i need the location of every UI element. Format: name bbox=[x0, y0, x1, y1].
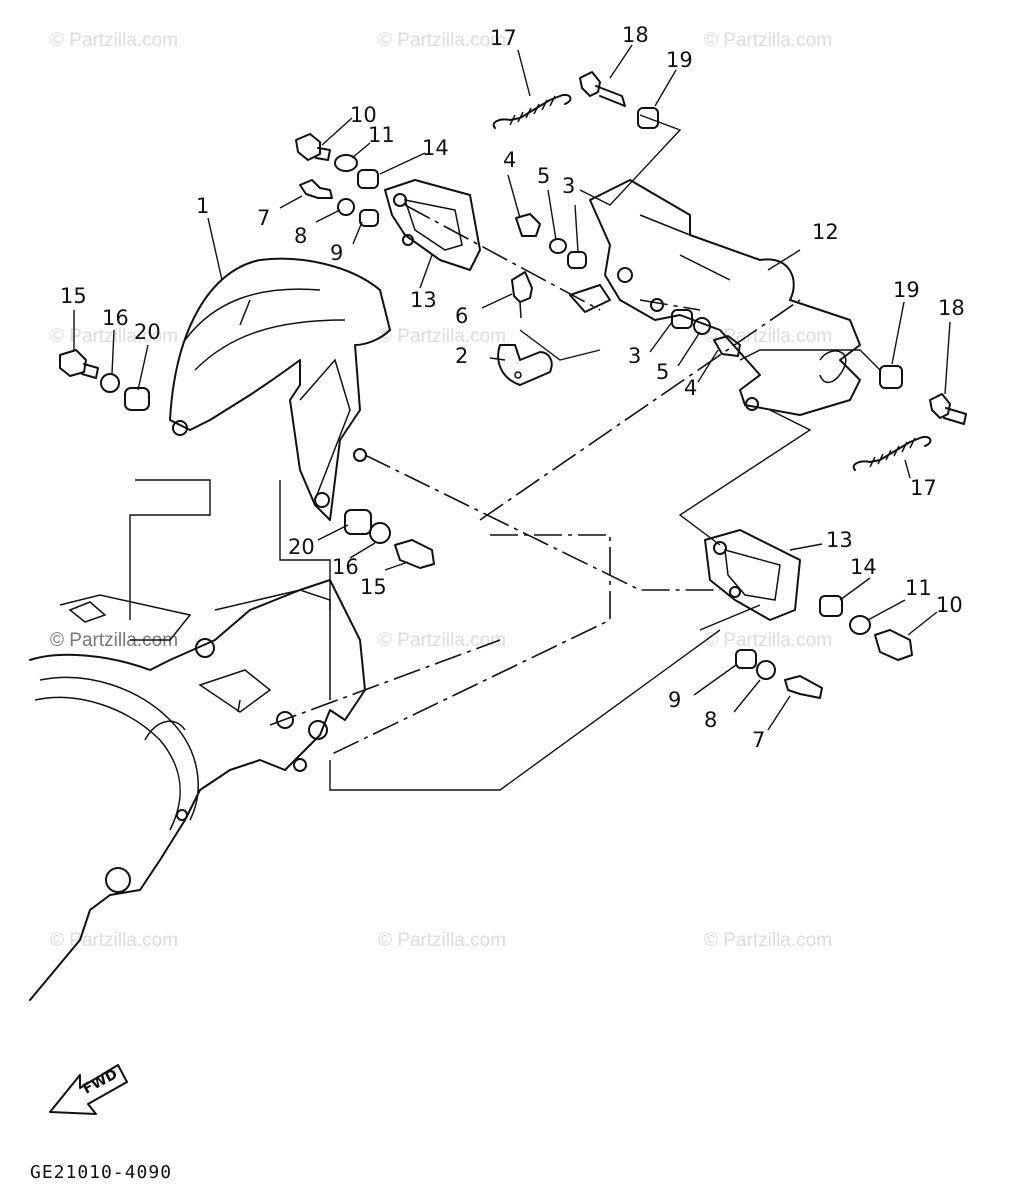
bolt-part-15-left bbox=[59, 349, 99, 379]
callout-part-17: 17 bbox=[910, 476, 937, 500]
callout-part-13: 13 bbox=[410, 288, 437, 312]
callout-part-2: 2 bbox=[455, 344, 469, 368]
diagram-code: GE21010-4090 bbox=[30, 1162, 173, 1183]
bolt-part-10-lower bbox=[874, 629, 913, 661]
callout-part-19: 19 bbox=[666, 48, 693, 72]
watermark: © Partzilla.com bbox=[378, 326, 507, 347]
callout-part-15: 15 bbox=[360, 575, 387, 599]
main-bracket-part-12 bbox=[569, 179, 861, 416]
callout-part-7: 7 bbox=[752, 728, 766, 752]
collar-part-19-lower bbox=[879, 365, 903, 389]
callout-part-4: 4 bbox=[503, 148, 517, 172]
callout-part-11: 11 bbox=[368, 123, 395, 147]
callout-part-10: 10 bbox=[936, 593, 963, 617]
callout-part-4: 4 bbox=[684, 376, 698, 400]
callout-part-19: 19 bbox=[893, 278, 920, 302]
spring-part-17-upper bbox=[492, 94, 572, 129]
callout-part-8: 8 bbox=[704, 708, 718, 732]
collar-part-20-left bbox=[124, 387, 150, 411]
watermark: © Partzilla.com bbox=[378, 930, 507, 951]
washer-part-16-left bbox=[100, 373, 120, 393]
callout-part-5: 5 bbox=[537, 164, 551, 188]
bolt-part-18-lower bbox=[929, 393, 967, 425]
callout-part-3: 3 bbox=[628, 344, 642, 368]
washer-part-5-upper bbox=[549, 238, 567, 254]
washer-part-8-upper bbox=[337, 198, 355, 216]
washer-part-16-lower bbox=[369, 522, 391, 544]
watermark: © Partzilla.com bbox=[704, 630, 833, 651]
washer-part-5-lower bbox=[693, 317, 711, 335]
callout-part-14: 14 bbox=[422, 136, 449, 160]
callout-part-3: 3 bbox=[562, 174, 576, 198]
watermark: © Partzilla.com bbox=[50, 30, 179, 51]
washer-part-11-upper bbox=[334, 154, 358, 172]
callout-part-12: 12 bbox=[812, 220, 839, 244]
callout-part-6: 6 bbox=[455, 304, 469, 328]
bolt-part-4-lower bbox=[713, 335, 741, 357]
callout-part-14: 14 bbox=[850, 555, 877, 579]
callout-part-1: 1 bbox=[196, 194, 210, 218]
callout-part-15: 15 bbox=[60, 284, 87, 308]
collar-part-20-lower bbox=[344, 509, 372, 535]
washer-part-11-lower bbox=[849, 615, 871, 635]
bolt-part-18-upper bbox=[579, 71, 626, 107]
fwd-arrow bbox=[49, 1064, 128, 1115]
spring-part-17-lower bbox=[852, 436, 932, 471]
collar-part-9-lower bbox=[735, 649, 757, 669]
bolt-part-7-lower bbox=[784, 675, 823, 699]
callout-part-9: 9 bbox=[668, 688, 682, 712]
callout-part-16: 16 bbox=[102, 306, 129, 330]
grease-nipple-part-6 bbox=[511, 271, 533, 319]
watermark: © Partzilla.com bbox=[378, 30, 507, 51]
bolt-part-4-upper bbox=[515, 213, 541, 237]
collar-part-14-upper bbox=[357, 169, 379, 189]
callout-part-17: 17 bbox=[490, 26, 517, 50]
callout-part-20: 20 bbox=[288, 535, 315, 559]
jet-pump-housing bbox=[29, 579, 366, 1001]
plate-part-13-lower bbox=[704, 529, 801, 621]
collar-part-3-lower bbox=[671, 309, 693, 329]
bolt-part-10-upper bbox=[295, 133, 331, 161]
washer-part-8-lower bbox=[756, 660, 776, 680]
watermark: © Partzilla.com bbox=[50, 630, 179, 651]
callout-part-10: 10 bbox=[350, 103, 377, 127]
collar-part-19-upper bbox=[637, 107, 659, 129]
callout-leaders bbox=[73, 44, 951, 731]
collar-part-14-lower bbox=[819, 595, 843, 617]
assembly-lines bbox=[129, 114, 881, 791]
callout-part-18: 18 bbox=[938, 296, 965, 320]
callout-part-11: 11 bbox=[905, 576, 932, 600]
watermark: © Partzilla.com bbox=[704, 30, 833, 51]
callout-part-20: 20 bbox=[134, 320, 161, 344]
bolt-part-7-upper bbox=[299, 179, 333, 199]
collar-part-9-upper bbox=[359, 209, 379, 227]
cover-bracket-part-1 bbox=[169, 257, 391, 521]
callout-part-13: 13 bbox=[826, 528, 853, 552]
collar-part-3-upper bbox=[567, 251, 587, 269]
plate-part-13-upper bbox=[384, 179, 481, 271]
callout-part-5: 5 bbox=[656, 360, 670, 384]
callout-part-16: 16 bbox=[332, 555, 359, 579]
callout-part-18: 18 bbox=[622, 23, 649, 47]
callout-part-8: 8 bbox=[294, 224, 308, 248]
callout-part-9: 9 bbox=[330, 241, 344, 265]
clip-part-2 bbox=[497, 344, 553, 386]
callout-part-7: 7 bbox=[257, 206, 271, 230]
watermark: © Partzilla.com bbox=[704, 930, 833, 951]
bolt-part-15-lower bbox=[394, 539, 435, 569]
watermark: © Partzilla.com bbox=[378, 630, 507, 651]
